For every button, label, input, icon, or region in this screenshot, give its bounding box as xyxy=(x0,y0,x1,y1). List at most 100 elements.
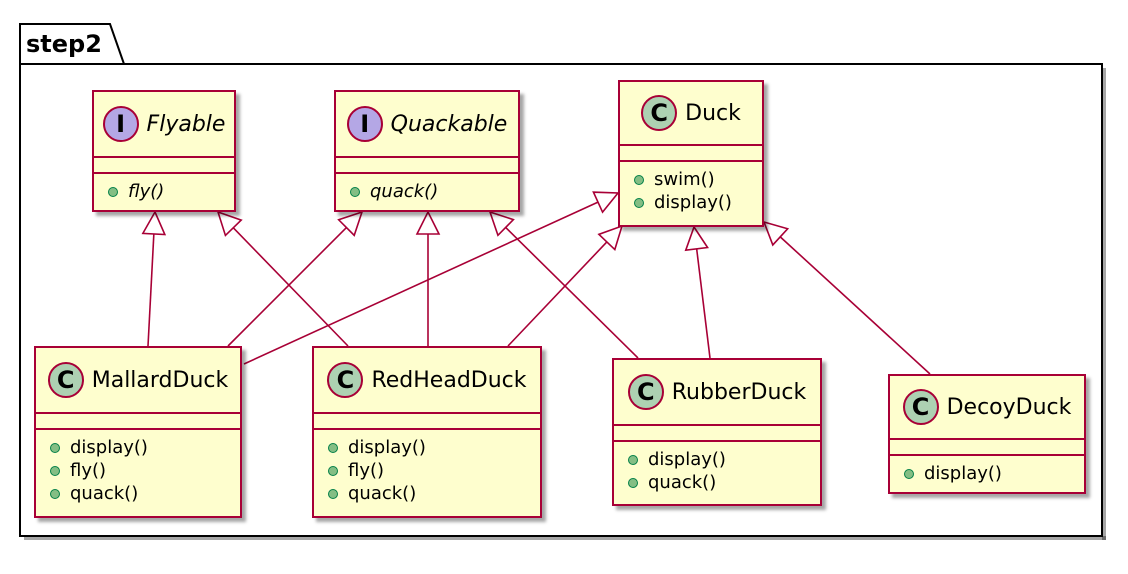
class-flyable[interactable]: I Flyable fly() xyxy=(92,90,236,212)
inheritance-arrowhead-icon xyxy=(141,210,167,236)
class-header: C Duck xyxy=(620,82,762,144)
separator xyxy=(890,454,1084,456)
inheritance-arrowhead-icon xyxy=(762,220,790,247)
relation-mallard-flyable xyxy=(147,233,155,347)
package-shadow-bottom xyxy=(24,536,1106,540)
separator xyxy=(336,172,518,174)
inheritance-arrowhead-icon xyxy=(597,224,624,251)
public-method-icon xyxy=(628,454,638,465)
relation-redhead-flyable xyxy=(232,227,349,347)
class-badge-icon: C xyxy=(641,95,678,131)
class-duck[interactable]: C Duck swim() display() xyxy=(618,80,764,227)
methods-compartment: quack() xyxy=(336,174,518,203)
fields-compartment xyxy=(36,414,240,428)
inheritance-arrowhead-icon xyxy=(488,210,515,237)
class-decoyduck[interactable]: C DecoyDuck display() xyxy=(888,374,1086,494)
method: display() xyxy=(904,462,1084,485)
public-method-icon xyxy=(904,468,914,479)
class-badge-icon: C xyxy=(327,362,364,398)
relation-decoy-duck xyxy=(779,236,931,375)
relation-rubber-duck xyxy=(695,248,711,359)
relation-rubber-quackable xyxy=(505,226,639,359)
public-method-icon xyxy=(328,465,338,476)
methods-compartment: display() fly() quack() xyxy=(314,430,540,505)
class-badge-icon: C xyxy=(902,389,939,425)
method: quack() xyxy=(50,482,240,505)
fields-compartment xyxy=(314,414,540,428)
inheritance-arrowhead-icon xyxy=(216,210,243,237)
method: quack() xyxy=(628,471,820,494)
fields-compartment xyxy=(614,426,820,440)
methods-compartment: fly() xyxy=(94,174,234,203)
inheritance-arrowhead-icon xyxy=(337,210,364,237)
package-name: step2 xyxy=(26,30,102,58)
separator xyxy=(620,144,762,146)
method: swim() xyxy=(634,168,762,191)
inheritance-arrowhead-icon xyxy=(684,225,709,252)
class-badge-icon: C xyxy=(47,362,84,398)
method: quack() xyxy=(328,482,540,505)
fields-compartment xyxy=(336,158,518,172)
class-quackable[interactable]: I Quackable quack() xyxy=(334,90,520,212)
class-name: MallardDuck xyxy=(91,367,229,393)
method: fly() xyxy=(108,180,234,203)
separator xyxy=(614,440,820,442)
class-header: C DecoyDuck xyxy=(890,376,1084,438)
separator xyxy=(314,412,540,414)
public-method-icon xyxy=(50,488,60,499)
class-header: C MallardDuck xyxy=(36,348,240,412)
separator xyxy=(36,428,240,430)
separator xyxy=(94,156,234,158)
public-method-icon xyxy=(628,477,638,488)
inheritance-arrowhead-icon xyxy=(592,191,620,214)
class-header: C RubberDuck xyxy=(614,360,820,424)
separator xyxy=(314,428,540,430)
class-name: Flyable xyxy=(146,111,226,137)
class-redheadduck[interactable]: C RedHeadDuck display() fly() quack() xyxy=(312,346,542,518)
fields-compartment xyxy=(620,146,762,160)
method: fly() xyxy=(328,459,540,482)
public-method-icon xyxy=(50,465,60,476)
package-shadow xyxy=(1102,68,1106,540)
fields-compartment xyxy=(94,158,234,172)
method: quack() xyxy=(350,180,518,203)
method: display() xyxy=(50,436,240,459)
class-name: RubberDuck xyxy=(671,379,807,405)
public-method-icon xyxy=(634,197,644,208)
methods-compartment: display() xyxy=(890,456,1084,485)
separator xyxy=(614,424,820,426)
public-method-icon xyxy=(328,488,338,499)
separator xyxy=(36,412,240,414)
package-frame xyxy=(19,63,1103,537)
relation-redhead-duck xyxy=(507,241,608,347)
interface-badge-icon: I xyxy=(102,106,139,142)
class-header: I Quackable xyxy=(336,92,518,156)
class-badge-icon: C xyxy=(627,374,664,410)
package-tab xyxy=(19,23,125,65)
inheritance-arrowhead-icon xyxy=(415,210,441,235)
class-header: C RedHeadDuck xyxy=(314,348,540,412)
public-method-icon xyxy=(634,174,644,185)
public-method-icon xyxy=(350,186,360,197)
relation-edges xyxy=(141,191,931,375)
separator xyxy=(94,172,234,174)
class-name: Quackable xyxy=(390,111,508,137)
relation-mallard-quackable xyxy=(227,226,348,347)
fields-compartment xyxy=(890,440,1084,454)
class-mallardduck[interactable]: C MallardDuck display() fly() quack() xyxy=(34,346,242,518)
public-method-icon xyxy=(328,442,338,453)
public-method-icon xyxy=(50,442,60,453)
class-rubberduck[interactable]: C RubberDuck display() quack() xyxy=(612,358,822,506)
separator xyxy=(890,438,1084,440)
class-name: DecoyDuck xyxy=(946,394,1072,420)
method: fly() xyxy=(50,459,240,482)
class-header: I Flyable xyxy=(94,92,234,156)
interface-badge-icon: I xyxy=(346,106,383,142)
separator xyxy=(336,156,518,158)
separator xyxy=(620,160,762,162)
relation-mallard-duck xyxy=(243,201,599,365)
class-name: Duck xyxy=(685,100,741,126)
methods-compartment: swim() display() xyxy=(620,162,762,214)
